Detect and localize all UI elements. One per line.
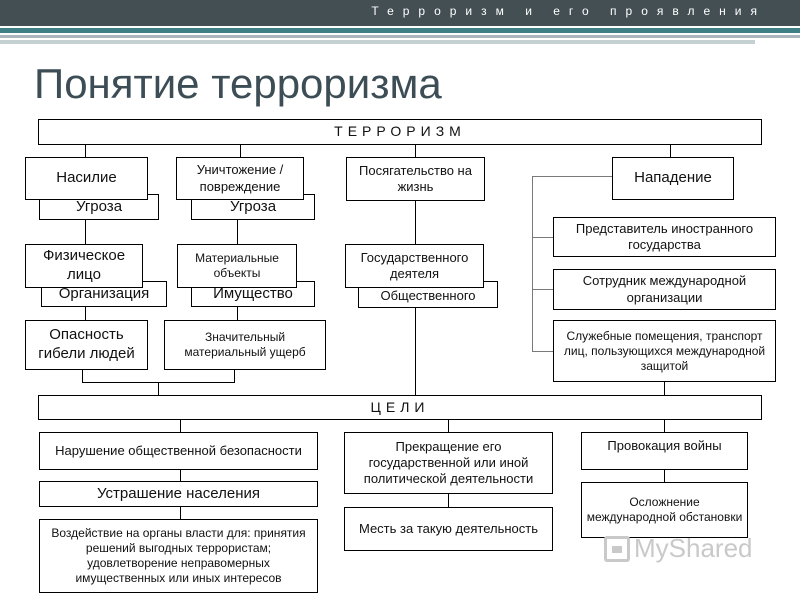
foreign-rep-box: Представитель иностранного государства (553, 217, 776, 257)
presentation-icon (604, 535, 630, 562)
violence-box: Насилие (25, 157, 148, 200)
terrorism-bar: ТЕРРОРИЗМ (38, 119, 762, 145)
connector (532, 237, 553, 238)
revenge-goal-box: Месть за такую деятельность (344, 507, 553, 551)
connector (85, 306, 86, 320)
security-goal-box: Нарушение общественной безопасности (39, 432, 318, 470)
header-stripe-teal (0, 28, 800, 33)
connector (180, 507, 181, 519)
intimidation-goal-box: Устрашение населения (39, 481, 318, 507)
header-stripe-short (0, 40, 755, 44)
connector (234, 369, 235, 383)
connector (180, 470, 181, 482)
goals-bar: ЦЕЛИ (38, 395, 762, 420)
connector (532, 289, 553, 290)
connector (82, 369, 83, 383)
connector (664, 419, 665, 433)
connector (180, 419, 181, 433)
connector (85, 144, 86, 158)
connector (664, 382, 665, 396)
statesman-box: Государственного деятеля (345, 244, 484, 288)
connector (415, 308, 416, 396)
connector (532, 176, 533, 352)
complication-goal-box: Осложнение международной обстановки (581, 482, 748, 538)
connector (532, 176, 612, 177)
connector (158, 382, 159, 396)
encroachment-box: Посягательство на жизнь (346, 157, 485, 201)
connector (448, 419, 449, 433)
connector (237, 219, 238, 244)
attack-box: Нападение (612, 157, 734, 200)
connector (85, 219, 86, 244)
header-stripe-light (0, 35, 800, 38)
influence-goal-box: Воздействие на органы власти для: принят… (39, 519, 318, 593)
physical-person-box: Физическое лицо (25, 244, 143, 288)
destruction-box: Уничтожение / повреждение (176, 157, 304, 200)
connector (415, 144, 416, 158)
war-goal-box: Провокация войны (581, 432, 748, 470)
connector (670, 144, 671, 158)
damage-box: Значительный материальный ущерб (164, 320, 326, 370)
watermark-logo: MyShared (604, 533, 753, 564)
premises-box: Служебные помещения, транспорт лиц, поль… (553, 320, 776, 382)
connector (415, 201, 416, 244)
material-objects-box: Материальные объекты (177, 244, 297, 288)
termination-goal-box: Прекращение его государственной или иной… (344, 432, 553, 494)
connector (532, 351, 553, 352)
intl-employee-box: Сотрудник международной организации (553, 269, 776, 310)
header-bar: Терроризм и его проявления (0, 0, 800, 26)
connector (448, 493, 449, 507)
connector (240, 144, 241, 158)
watermark-text: MyShared (634, 533, 753, 563)
header-subtitle: Терроризм и его проявления (371, 4, 766, 18)
connector (664, 470, 665, 482)
page-title: Понятие терроризма (34, 60, 442, 107)
danger-box: Опасность гибели людей (25, 320, 148, 370)
connector (237, 306, 238, 320)
